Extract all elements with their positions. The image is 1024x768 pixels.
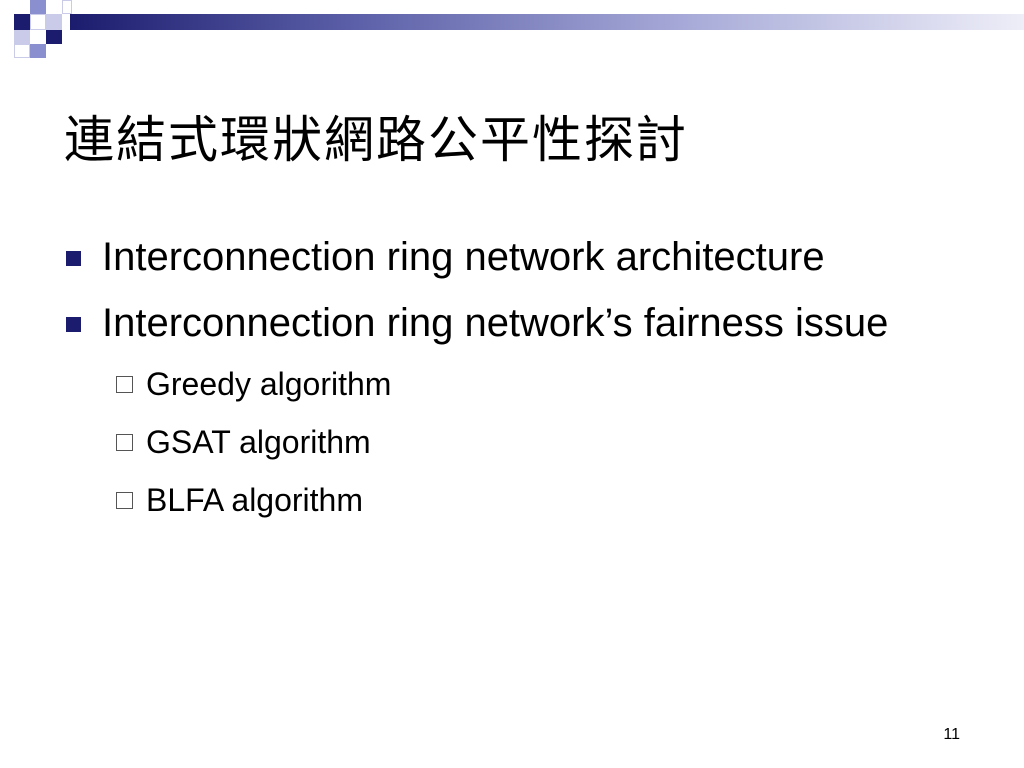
sub-bullet-text: BLFA algorithm — [146, 482, 363, 518]
bullet-item: Interconnection ring network architectur… — [64, 232, 964, 282]
filled-square-bullet-icon — [66, 251, 81, 266]
bullet-list: Interconnection ring network architectur… — [64, 232, 964, 538]
sub-bullet-item: BLFA algorithm — [64, 480, 964, 520]
decor-square-icon — [30, 44, 46, 58]
bullet-text: Interconnection ring network architectur… — [102, 235, 825, 279]
hollow-square-bullet-icon — [116, 492, 133, 509]
decor-square-icon — [30, 14, 46, 30]
decor-square-icon — [46, 30, 62, 44]
decor-square-icon — [14, 44, 30, 58]
sub-bullet-item: GSAT algorithm — [64, 422, 964, 462]
sub-bullet-text: GSAT algorithm — [146, 424, 371, 460]
decor-square-icon — [62, 0, 72, 14]
header-gradient-band — [70, 14, 1024, 30]
page-number: 11 — [943, 726, 960, 743]
decor-square-icon — [30, 0, 46, 14]
decor-square-icon — [14, 14, 30, 30]
decor-square-icon — [14, 30, 30, 44]
bullet-item: Interconnection ring network’s fairness … — [64, 298, 964, 348]
decor-square-icon — [46, 14, 62, 30]
hollow-square-bullet-icon — [116, 376, 133, 393]
slide-title: 連結式環狀網路公平性探討 — [64, 111, 688, 169]
hollow-square-bullet-icon — [116, 434, 133, 451]
sub-bullet-item: Greedy algorithm — [64, 364, 964, 404]
bullet-text: Interconnection ring network’s fairness … — [102, 301, 889, 345]
sub-bullet-text: Greedy algorithm — [146, 366, 392, 402]
filled-square-bullet-icon — [66, 317, 81, 332]
